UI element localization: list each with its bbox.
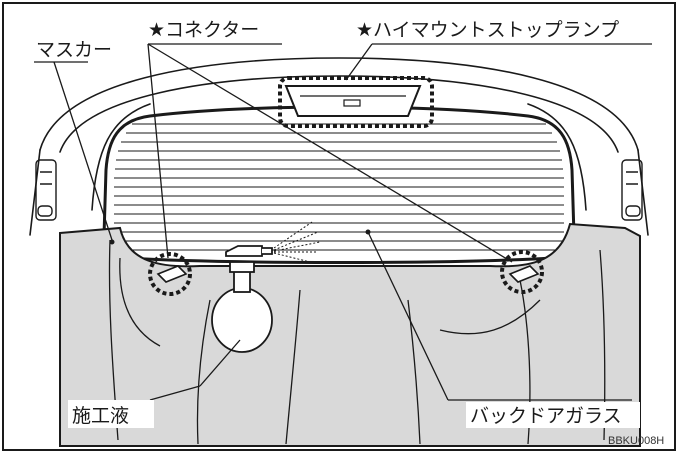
solution-label-box: [68, 400, 154, 428]
defogger-lines: [114, 123, 564, 251]
glass-point: [365, 229, 371, 235]
glass-label-box: [466, 402, 640, 428]
figure-code: BBKU008H: [608, 435, 664, 447]
figure-frame: [2, 2, 676, 451]
right-connector-dotted-circle: [500, 250, 544, 294]
right-connector: [508, 265, 540, 283]
back-glass-outline: [102, 105, 576, 264]
high-mount-stop-lamp: [284, 85, 422, 117]
back-glass-label: バックドアガラス: [470, 405, 622, 427]
solution-label: 施工液: [72, 405, 129, 427]
high-mount-lamp-label: ★ハイマウントストップランプ: [356, 19, 619, 41]
right-side-panel: [621, 159, 643, 221]
left-connector: [156, 265, 188, 283]
connector-label: ★コネクター: [148, 19, 259, 41]
lamp-highlight-dotted-box: [278, 76, 434, 128]
masker-label: マスカー: [36, 39, 112, 61]
left-side-panel: [35, 159, 57, 221]
left-connector-dotted-circle: [148, 252, 192, 296]
leader-lines: [34, 43, 652, 401]
car-body-outline: [29, 57, 649, 236]
masker-sheet: [59, 222, 641, 447]
spray-mist: [273, 221, 321, 263]
spray-bottle: [211, 245, 273, 353]
masker-point: [109, 239, 115, 245]
